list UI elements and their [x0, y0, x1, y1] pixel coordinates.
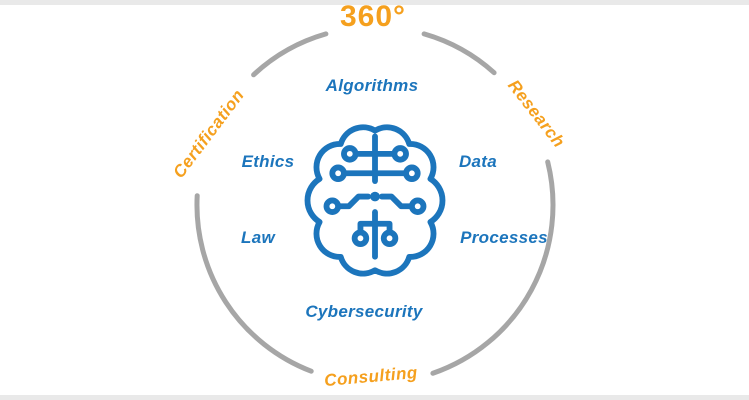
inner-label-data: Data [458, 152, 498, 171]
circuit-node [391, 145, 409, 163]
circuit-trace [357, 220, 378, 235]
circuit-node [403, 164, 421, 183]
circuit-trace [336, 193, 372, 210]
circuit-node [380, 229, 399, 248]
circuit-node [323, 197, 342, 215]
top-border-strip [0, 0, 749, 5]
inner-label-processes: Processes [460, 228, 548, 247]
circuit-brain-icon [304, 124, 446, 277]
circuit-node [341, 145, 359, 163]
inner-label-law: Law [241, 228, 275, 247]
brain-center-dot [370, 191, 380, 202]
circuit-trace [378, 193, 414, 210]
inner-label-cybersecurity: Cybersecurity [305, 302, 423, 321]
brain-outline [304, 124, 446, 277]
inner-label-ethics: Ethics [241, 152, 295, 171]
inner-label-algorithms: Algorithms [325, 76, 419, 95]
circuit-node [351, 229, 370, 248]
circuit-trace [372, 220, 393, 235]
circuit-brain-strokes [304, 124, 446, 277]
ring-arc-segment [194, 193, 314, 374]
circuit-node [329, 164, 347, 183]
bottom-border-strip [0, 395, 749, 400]
ring-arc-segment [421, 31, 497, 76]
circuit-node [408, 197, 427, 215]
ring-arc-segment [430, 159, 556, 376]
degree-badge: 360° [339, 0, 407, 33]
ring-arc-segment [251, 31, 329, 78]
